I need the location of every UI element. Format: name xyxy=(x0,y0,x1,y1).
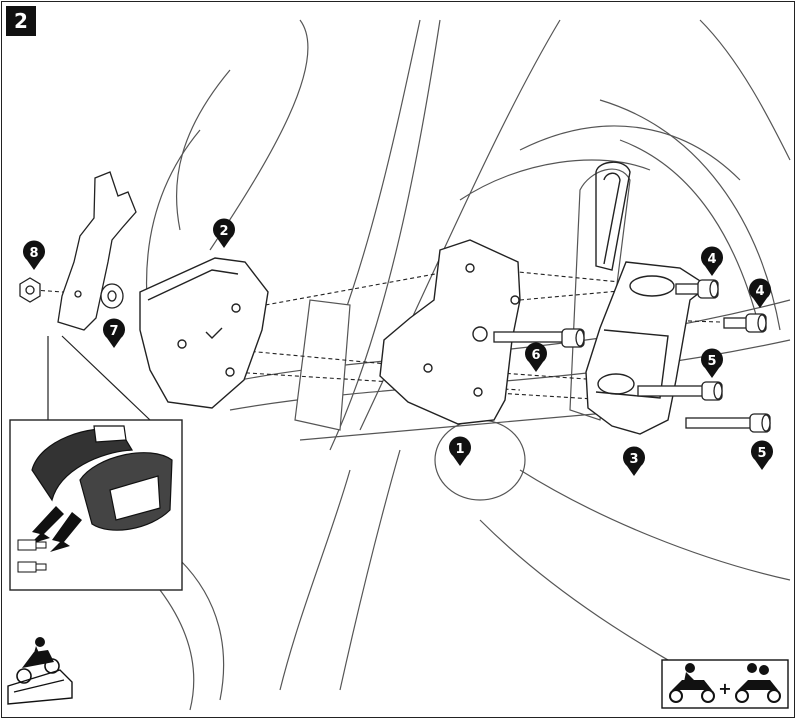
callout-short-bolt-upper: 4 xyxy=(701,246,724,276)
callout-pin xyxy=(701,246,724,276)
side-case-bracket xyxy=(57,171,137,331)
callout-number: 4 xyxy=(707,252,716,267)
callout-bracket-block: 3 xyxy=(623,446,645,476)
callout-markers: 1 2 3 4 4 5 5 6 7 8 xyxy=(23,218,774,476)
side-case-detail-icon xyxy=(9,335,183,591)
short-bolt-upper xyxy=(675,279,719,299)
passenger-icon xyxy=(735,663,781,703)
callout-pin xyxy=(23,240,45,270)
callout-pin xyxy=(102,318,125,348)
callout-number: 4 xyxy=(755,284,764,299)
callout-number: 6 xyxy=(531,348,540,363)
callout-washer: 7 xyxy=(102,318,125,348)
callout-long-bolt-lower: 5 xyxy=(751,440,774,470)
plus-sign: + xyxy=(718,679,731,698)
callout-long-bolt-upper: 5 xyxy=(701,348,724,378)
step-number-badge: 2 xyxy=(6,6,36,36)
callout-number: 7 xyxy=(109,324,118,339)
nut xyxy=(19,277,41,303)
callout-mounting-plate: 1 xyxy=(449,436,472,466)
callout-pin xyxy=(701,348,724,378)
mounting-plate xyxy=(379,239,521,425)
washer xyxy=(100,283,124,309)
rider-icon xyxy=(669,663,715,703)
center-bolt xyxy=(493,328,585,348)
callout-pin xyxy=(449,436,472,466)
callout-nut: 8 xyxy=(23,240,45,270)
long-bolt-upper xyxy=(637,381,723,401)
callout-pin xyxy=(749,278,772,308)
callout-center-bolt: 6 xyxy=(525,342,547,372)
callout-short-bolt-lower: 4 xyxy=(749,278,772,308)
callout-number: 5 xyxy=(757,446,766,461)
callout-pin xyxy=(525,342,547,372)
bracket-block xyxy=(585,161,710,435)
callout-number: 1 xyxy=(455,442,464,457)
rider-plus-passenger-icon: + xyxy=(661,659,789,709)
callout-pin xyxy=(751,440,774,470)
callout-pin xyxy=(623,446,645,476)
callout-number: 8 xyxy=(29,246,38,261)
heat-shield-plate xyxy=(139,257,269,409)
callout-number: 2 xyxy=(219,224,228,239)
rider-on-ramp-icon xyxy=(7,637,73,705)
long-bolt-lower xyxy=(685,413,771,433)
callout-heat-shield-plate: 2 xyxy=(213,218,235,248)
short-bolt-lower xyxy=(723,313,767,333)
callout-number: 5 xyxy=(707,354,716,369)
callout-pin xyxy=(213,218,235,248)
callout-number: 3 xyxy=(629,452,638,467)
